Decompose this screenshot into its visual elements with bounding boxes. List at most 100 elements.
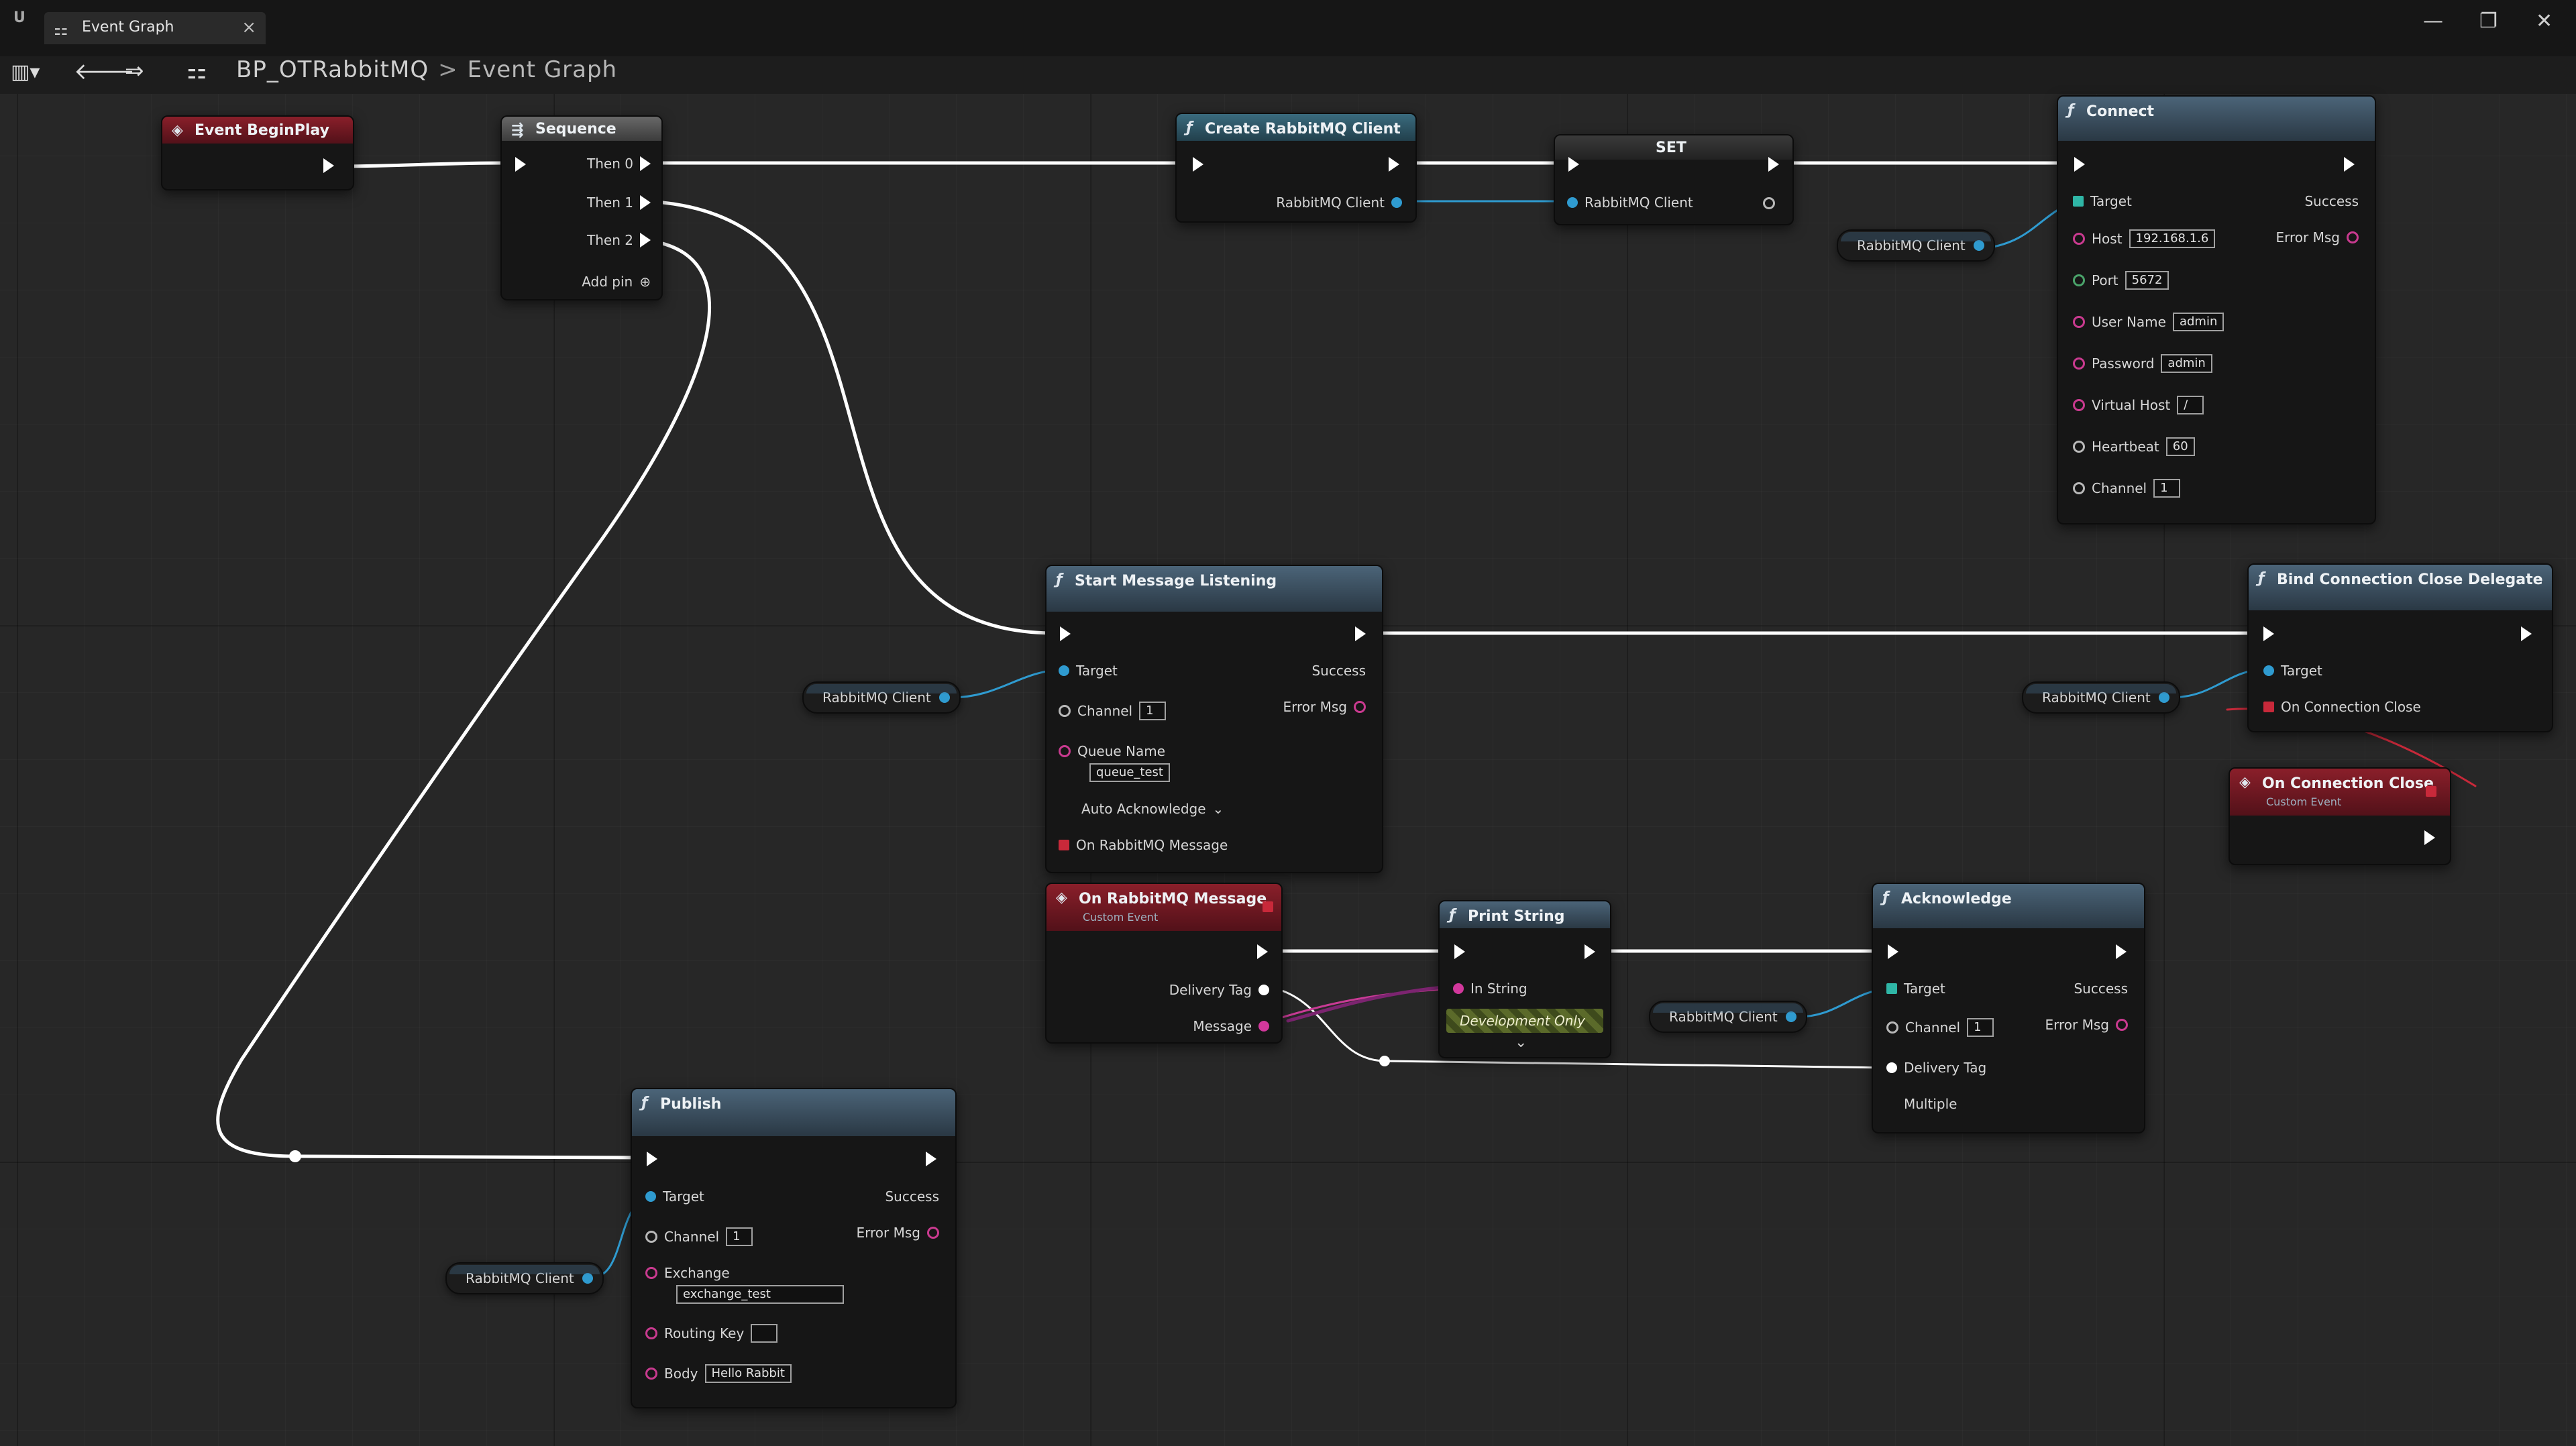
client-out-pin[interactable]: RabbitMQ Client [1276,194,1402,211]
target-pin[interactable]: Target [2073,193,2132,209]
target-pin[interactable]: Target [645,1188,704,1205]
exec-out-pin[interactable] [1585,944,1595,959]
channel-field[interactable]: 1 [1139,702,1167,720]
queue-pin[interactable]: Queue Name [1059,743,1165,759]
delegate-pin[interactable]: On RabbitMQ Message [1059,837,1228,853]
rabbitmq-client-variable[interactable]: RabbitMQ Client [445,1262,604,1294]
minimize-button[interactable]: — [2423,9,2443,33]
client-out-pin[interactable] [1763,197,1775,209]
client-in-pin[interactable]: RabbitMQ Client [1567,194,1693,211]
error-msg-pin[interactable]: Error Msg [2045,1017,2128,1033]
rabbitmq-client-variable[interactable]: RabbitMQ Client [1837,229,1995,262]
close-window-button[interactable]: ✕ [2536,9,2553,33]
success-pin[interactable]: Success [1311,663,1366,679]
add-pin-button[interactable]: Add pin⊕ [582,274,651,290]
exec-out-pin[interactable] [2424,830,2435,845]
exec-out-pin[interactable] [323,158,334,173]
auto-ack-pin[interactable]: Auto Acknowledge⌄ [1081,801,1224,817]
restore-button[interactable]: ❐ [2479,9,2498,33]
exec-in-pin[interactable] [1888,944,1898,959]
message-pin[interactable]: Message [1193,1018,1269,1034]
breadcrumb-asset[interactable]: BP_OTRabbitMQ [236,56,429,83]
delegate-out-pin[interactable] [1263,901,1273,912]
in-string-pin[interactable]: In String [1453,981,1527,997]
target-pin[interactable]: Target [2263,663,2322,679]
rabbitmq-client-variable[interactable]: RabbitMQ Client [802,681,961,714]
success-pin[interactable]: Success [2074,981,2128,997]
close-tab-icon[interactable]: × [241,17,256,38]
exec-in-pin[interactable] [1060,626,1071,641]
set-node[interactable]: SET RabbitMQ Client [1554,134,1794,225]
delivery-tag-pin[interactable]: Delivery Tag [1886,1060,1986,1076]
exec-out-pin[interactable] [1257,944,1268,959]
bind-close-delegate-node[interactable]: ƒ Bind Connection Close Delegate Target … [2247,563,2553,732]
on-connection-close-event-node[interactable]: ◈ On Connection Close Custom Event [2229,767,2451,865]
routing-key-pin[interactable]: Routing Key [645,1324,778,1343]
password-field[interactable]: admin [2161,354,2212,373]
delegate-out-pin[interactable] [2426,786,2436,797]
routing-key-field[interactable] [751,1324,778,1343]
channel-field[interactable]: 1 [1967,1018,1994,1037]
then2-pin[interactable]: Then 2 [587,232,651,248]
breadcrumb-graph[interactable]: Event Graph [467,56,618,83]
exec-in-pin[interactable] [1454,944,1465,959]
event-beginplay-node[interactable]: ◈ Event BeginPlay [161,115,354,190]
hide-unrelated-icon[interactable]: ▥▾ [11,60,40,84]
then1-pin[interactable]: Then 1 [587,194,651,211]
user-field[interactable]: admin [2172,313,2224,331]
error-msg-pin[interactable]: Error Msg [2276,229,2359,245]
host-field[interactable]: 192.168.1.6 [2129,229,2216,248]
create-client-node[interactable]: ƒ Create RabbitMQ Client RabbitMQ Client [1175,113,1417,223]
error-msg-pin[interactable]: Error Msg [857,1225,939,1241]
exec-out-pin[interactable] [926,1152,936,1166]
channel-field[interactable]: 1 [726,1227,753,1246]
port-field[interactable]: 5672 [2125,271,2169,290]
exec-out-pin[interactable] [1768,157,1779,172]
exec-in-pin[interactable] [515,157,526,172]
exec-in-pin[interactable] [2074,157,2085,172]
rabbitmq-client-variable[interactable]: RabbitMQ Client [2022,681,2180,714]
exec-out-pin[interactable] [1355,626,1366,641]
exec-out-pin[interactable] [2521,626,2532,641]
rabbitmq-client-variable[interactable]: RabbitMQ Client [1649,1001,1807,1033]
delivery-tag-pin[interactable]: Delivery Tag [1169,982,1269,998]
target-pin[interactable]: Target [1059,663,1118,679]
error-msg-pin[interactable]: Error Msg [1283,699,1366,715]
channel-field[interactable]: 1 [2153,479,2181,498]
target-pin[interactable]: Target [1886,981,1945,997]
sequence-node[interactable]: ⇶ Sequence Then 0 Then 1 Then 2 Add pin⊕ [500,115,663,300]
exchange-pin[interactable]: Exchange [645,1265,730,1281]
multiple-pin[interactable]: Multiple [1904,1096,1957,1112]
vhost-pin[interactable]: Virtual Host/ [2073,396,2204,414]
start-listening-node[interactable]: ƒ Start Message Listening Target Success… [1045,565,1383,873]
body-field[interactable]: Hello Rabbit [704,1364,792,1383]
queue-field[interactable]: queue_test [1089,763,1170,782]
heartbeat-field[interactable]: 60 [2165,437,2195,456]
success-pin[interactable]: Success [885,1188,939,1205]
print-string-node[interactable]: ƒ Print String In String Development Onl… [1438,900,1611,1058]
then0-pin[interactable]: Then 0 [587,156,651,172]
on-rabbitmq-message-event-node[interactable]: ◈ On RabbitMQ Message Custom Event Deliv… [1045,883,1283,1044]
delegate-pin[interactable]: On Connection Close [2263,699,2421,715]
exec-in-pin[interactable] [2263,626,2274,641]
exec-in-pin[interactable] [1568,157,1579,172]
exec-out-pin[interactable] [1389,157,1399,172]
exec-out-pin[interactable] [2344,157,2355,172]
exec-in-pin[interactable] [1193,157,1203,172]
chevron-down-icon[interactable]: ⌄ [1515,1034,1527,1051]
back-arrow-icon[interactable]: 🡐 [74,58,136,85]
forward-arrow-icon[interactable]: ⇒ [125,58,144,85]
tab-event-graph[interactable]: ⚏ Event Graph × [44,12,266,44]
exec-out-pin[interactable] [2116,944,2127,959]
